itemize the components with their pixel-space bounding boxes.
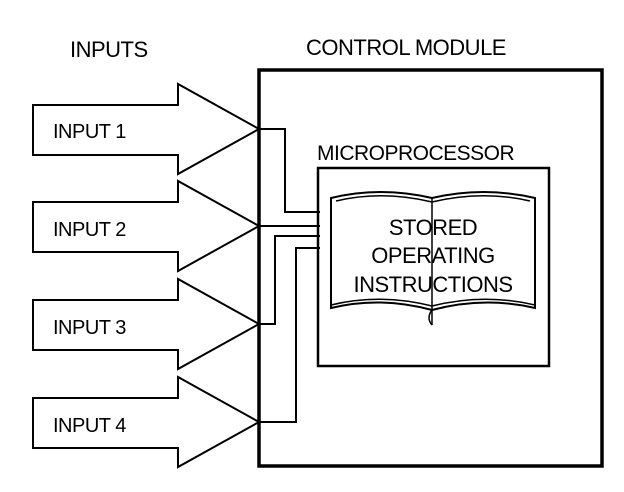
- stored-line-1: STORED: [389, 215, 477, 240]
- microprocessor-label: MICROPROCESSOR: [317, 142, 515, 165]
- input-2-label: INPUT 2: [53, 219, 126, 241]
- input-4-wire: [259, 247, 320, 423]
- input-1-label: INPUT 1: [53, 121, 126, 143]
- input-1-arrow: [32, 82, 262, 176]
- input-3-arrow: [32, 277, 262, 371]
- input-3-wire: [259, 235, 320, 325]
- input-4-arrow: [32, 375, 262, 469]
- stored-line-2: OPERATING: [371, 243, 494, 268]
- input-4-label: INPUT 4: [53, 415, 126, 437]
- control-module-heading: CONTROL MODULE: [306, 35, 506, 60]
- input-2-arrow: [32, 179, 262, 273]
- microprocessor-box: [316, 166, 551, 368]
- control-module-box: [257, 68, 604, 468]
- input-3-label: INPUT 3: [53, 317, 126, 339]
- open-book-icon: [330, 191, 536, 326]
- stored-line-3: INSTRUCTIONS: [354, 272, 513, 297]
- inputs-heading: INPUTS: [70, 37, 148, 62]
- input-1-wire: [259, 128, 320, 213]
